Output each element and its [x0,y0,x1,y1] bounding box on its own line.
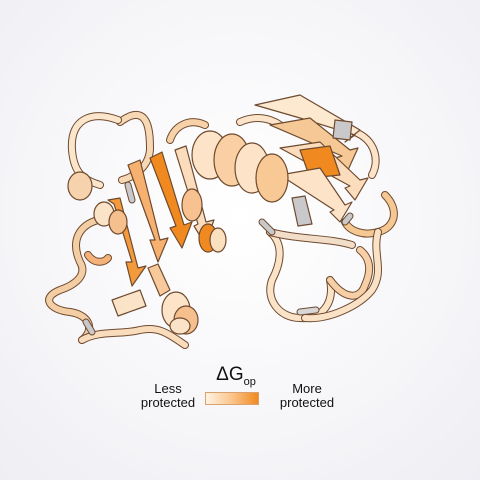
alpha-helices [67,130,289,335]
delta-g-main: ΔG [216,364,244,385]
coil-loops [45,111,398,349]
beta-strands [107,94,369,317]
unassigned-segments [82,181,354,336]
delta-g-subscript: op [243,375,256,388]
protection-color-scale-bar [205,392,259,405]
delta-g-symbol: ΔGop [206,365,266,389]
